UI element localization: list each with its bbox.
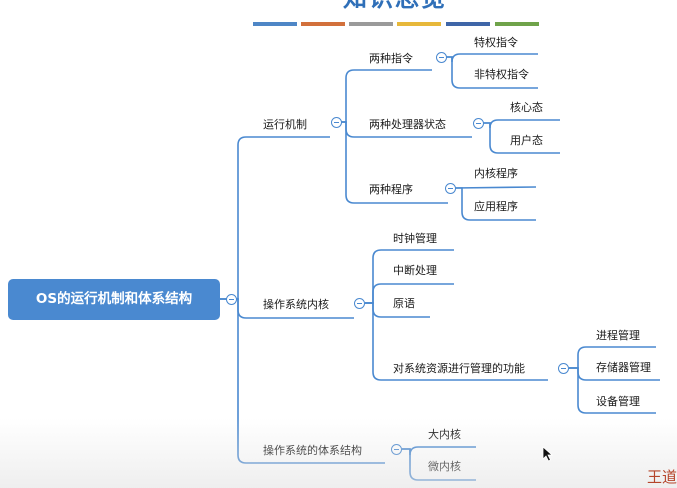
- color-bar: [397, 22, 441, 26]
- connector-line: [569, 346, 656, 369]
- subbranch-label: 两种处理器状态: [369, 118, 446, 131]
- connector-line: [365, 283, 454, 304]
- connector-line: [455, 187, 536, 221]
- leaf-label: 用户态: [510, 134, 543, 147]
- collapse-toggle-icon[interactable]: [390, 443, 402, 455]
- color-bar: [349, 22, 393, 26]
- collapse-toggle-icon[interactable]: [225, 293, 237, 305]
- leaf-label: 进程管理: [596, 329, 640, 342]
- watermark-text: 王道: [646, 468, 677, 486]
- leaf-label: 设备管理: [596, 395, 640, 408]
- leaf-label: 特权指令: [474, 36, 518, 49]
- subbranch-label: 中断处理: [393, 264, 437, 277]
- leaf-label: 存储器管理: [596, 361, 651, 374]
- connector-line: [446, 53, 538, 63]
- leaf-label: 核心态: [510, 101, 543, 114]
- collapse-toggle-icon[interactable]: [444, 182, 456, 194]
- branch-label: 运行机制: [263, 118, 307, 131]
- collapse-toggle-icon[interactable]: [557, 362, 569, 374]
- root-node[interactable]: OS的运行机制和体系结构: [8, 279, 220, 320]
- subbranch-label: 微内核: [428, 460, 461, 473]
- collapse-toggle-icon[interactable]: [472, 117, 484, 129]
- leaf-label: 应用程序: [474, 200, 518, 213]
- connector-line: [365, 302, 548, 381]
- color-bar: [495, 22, 539, 26]
- subbranch-label: 对系统资源进行管理的功能: [393, 362, 525, 375]
- subbranch-label: 时钟管理: [393, 232, 437, 245]
- color-bar: [253, 22, 297, 26]
- page-title: 知识总览: [330, 0, 460, 13]
- connector-line: [340, 121, 448, 204]
- collapse-toggle-icon[interactable]: [353, 297, 365, 309]
- color-bar: [446, 22, 490, 26]
- collapse-toggle-icon[interactable]: [435, 51, 447, 63]
- connector-line: [483, 119, 560, 129]
- mouse-cursor-icon: [542, 446, 554, 462]
- subbranch-label: 两种指令: [369, 52, 413, 65]
- connector-line: [220, 298, 385, 464]
- connector-line: [340, 69, 432, 123]
- color-bar: [301, 22, 345, 26]
- leaf-label: 内核程序: [474, 167, 518, 180]
- connector-line: [220, 136, 330, 300]
- leaf-label: 非特权指令: [474, 68, 529, 81]
- collapse-toggle-icon[interactable]: [330, 116, 342, 128]
- connector-line: [365, 249, 454, 304]
- connector-line: [483, 122, 560, 154]
- subbranch-label: 两种程序: [369, 183, 413, 196]
- branch-label: 操作系统的体系结构: [263, 444, 362, 457]
- connector-line: [454, 186, 537, 189]
- connector-line: [569, 367, 656, 414]
- subbranch-label: 原语: [393, 297, 415, 310]
- branch-label: 操作系统内核: [263, 298, 329, 311]
- subbranch-label: 大内核: [428, 428, 461, 441]
- connector-line: [402, 446, 476, 456]
- connector-line: [446, 56, 538, 89]
